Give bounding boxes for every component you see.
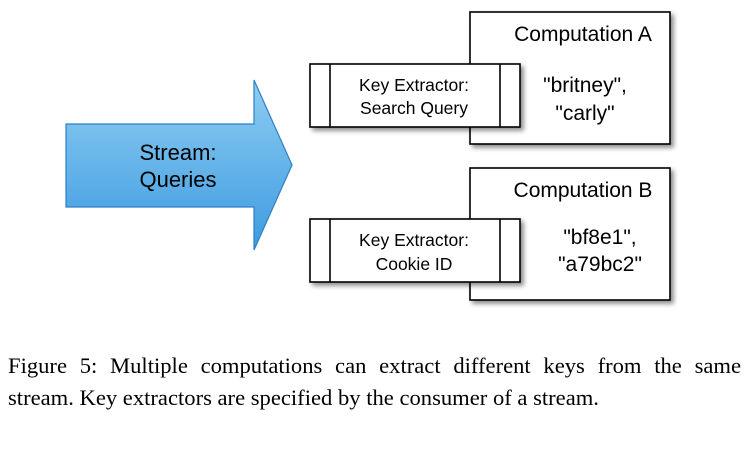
key-extractor-a-box (309, 63, 521, 128)
key-extractor-a-line1: Key Extractor: (359, 75, 469, 95)
key-extractor-search-query: Key Extractor: Search Query (309, 63, 521, 128)
key-extractor-a-line2: Search Query (360, 98, 468, 118)
computation-b-value-2: "a79bc2" (558, 253, 642, 276)
key-extractor-b-line2: Cookie ID (376, 254, 453, 274)
computation-a-value-2: "carly" (555, 102, 614, 125)
stream-label-line1: Stream: (139, 140, 216, 165)
key-extractor-b-line1: Key Extractor: (359, 230, 469, 250)
computation-a-value-1: "britney", (543, 74, 627, 97)
stream-arrow: Stream: Queries (65, 79, 293, 251)
figure-caption: Figure 5: Multiple computations can extr… (8, 353, 741, 410)
key-extractor-cookie-id: Key Extractor: Cookie ID (309, 218, 521, 283)
stream-label-line2: Queries (139, 167, 216, 192)
computation-b-title: Computation B (514, 179, 653, 202)
stream-diagram: Stream: Queries Computation A "britney",… (65, 11, 671, 301)
computation-a-title: Computation A (514, 23, 652, 46)
stream-arrow-shape (65, 79, 293, 251)
computation-b-value-1: "bf8e1", (563, 226, 636, 249)
key-extractor-b-box (309, 218, 521, 283)
